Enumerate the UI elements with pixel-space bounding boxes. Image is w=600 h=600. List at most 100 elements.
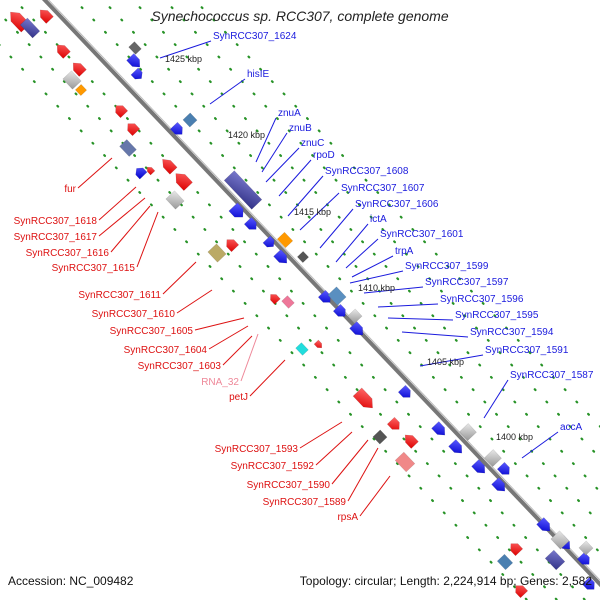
gene-feature[interactable]: [295, 342, 309, 356]
gene-feature[interactable]: [332, 303, 349, 320]
gene-feature[interactable]: [372, 429, 388, 445]
gene-feature[interactable]: [352, 387, 377, 412]
gene-feature[interactable]: [491, 477, 509, 494]
gene-label[interactable]: SynRCC307_1590: [247, 480, 331, 491]
gene-feature[interactable]: [576, 551, 593, 568]
gene-feature[interactable]: [19, 17, 41, 39]
gene-label[interactable]: SynRCC307_1593: [215, 444, 299, 455]
gene-feature[interactable]: [313, 339, 324, 350]
gene-label[interactable]: znuB: [289, 123, 312, 134]
gene-feature[interactable]: [169, 121, 186, 138]
gene-feature[interactable]: [544, 549, 566, 571]
gene-feature[interactable]: [402, 431, 419, 449]
gene-feature[interactable]: [347, 308, 363, 324]
accession-text: Accession: NC_009482: [8, 574, 134, 588]
gene-label[interactable]: SynRCC307_1624: [213, 31, 297, 42]
gene-label[interactable]: SynRCC307_1599: [405, 261, 489, 272]
gene-feature[interactable]: [397, 384, 414, 401]
gene-feature[interactable]: [133, 165, 148, 180]
gene-feature[interactable]: [386, 416, 403, 433]
gene-label[interactable]: hisIE: [247, 69, 270, 80]
tick-label: 1405 kbp: [427, 357, 464, 367]
gene-feature[interactable]: [207, 243, 227, 263]
gene-label[interactable]: znuC: [301, 138, 324, 149]
gene-label[interactable]: SynRCC307_1595: [455, 310, 539, 321]
gene-feature[interactable]: [112, 102, 129, 119]
gene-feature[interactable]: [62, 70, 82, 90]
gene-feature[interactable]: [536, 517, 554, 534]
gene-label[interactable]: SynRCC307_1611: [78, 290, 161, 301]
gene-feature[interactable]: [223, 170, 263, 210]
gene-label[interactable]: znuA: [278, 108, 301, 119]
gene-feature[interactable]: [145, 165, 156, 176]
gene-label[interactable]: SynRCC307_1591: [485, 345, 569, 356]
gene-feature[interactable]: [349, 321, 367, 338]
gene-feature[interactable]: [484, 449, 502, 467]
gene-feature[interactable]: [459, 423, 477, 441]
gene-label[interactable]: SynRCC307_1617: [14, 232, 98, 243]
gene-feature[interactable]: [394, 451, 416, 473]
gene-label[interactable]: SynRCC307_1597: [425, 277, 509, 288]
gene-label[interactable]: RNA_32: [201, 377, 239, 388]
gene-label[interactable]: SynRCC307_1607: [341, 183, 425, 194]
gene-label[interactable]: SynRCC307_1601: [380, 229, 464, 240]
gene-label[interactable]: SynRCC307_1587: [510, 370, 594, 381]
gene-feature[interactable]: [37, 6, 54, 24]
tick-label: 1400 kbp: [496, 432, 533, 442]
gene-feature[interactable]: [126, 53, 144, 70]
gene-label[interactable]: SynRCC307_1618: [14, 216, 98, 227]
gene-feature[interactable]: [281, 295, 295, 309]
gene-feature[interactable]: [448, 439, 466, 456]
gene-label[interactable]: SynRCC307_1594: [470, 327, 554, 338]
guide-track: [101, 0, 600, 525]
gene-feature[interactable]: [171, 169, 193, 192]
gene-feature[interactable]: [119, 139, 137, 157]
gene-feature[interactable]: [431, 421, 449, 438]
gene-label[interactable]: SynRCC307_1589: [263, 497, 347, 508]
gene-feature[interactable]: [159, 156, 178, 175]
gene-feature[interactable]: [262, 235, 277, 250]
gene-feature[interactable]: [578, 540, 594, 556]
gene-feature[interactable]: [70, 59, 87, 77]
gene-label[interactable]: rpoD: [313, 150, 335, 161]
gene-label[interactable]: fur: [64, 184, 76, 195]
gene-feature[interactable]: [471, 459, 489, 476]
gene-feature[interactable]: [228, 202, 247, 221]
gene-label[interactable]: accA: [560, 422, 583, 433]
gene-label[interactable]: SynRCC307_1615: [52, 263, 136, 274]
gene-label[interactable]: SynRCC307_1606: [355, 199, 439, 210]
gene-label[interactable]: SynRCC307_1608: [325, 166, 409, 177]
gene-feature[interactable]: [223, 236, 240, 253]
gene-feature[interactable]: [276, 231, 294, 249]
gene-feature[interactable]: [581, 576, 598, 593]
gene-feature[interactable]: [124, 120, 141, 137]
gene-label[interactable]: trpA: [395, 246, 414, 257]
gene-feature[interactable]: [54, 41, 71, 59]
gene-feature[interactable]: [243, 216, 260, 233]
gene-feature[interactable]: [496, 553, 514, 571]
gene-feature[interactable]: [128, 41, 142, 55]
gene-label[interactable]: SynRCC307_1605: [110, 326, 194, 337]
gene-feature[interactable]: [496, 461, 513, 478]
gene-feature[interactable]: [296, 250, 310, 264]
leader-line: [521, 431, 559, 459]
gene-feature[interactable]: [273, 249, 291, 266]
gene-label[interactable]: ictA: [370, 214, 387, 225]
gene-feature[interactable]: [512, 582, 529, 599]
gene-label[interactable]: SynRCC307_1616: [26, 248, 110, 259]
gene-feature[interactable]: [507, 540, 524, 557]
gene-label[interactable]: rpsA: [337, 512, 358, 523]
gene-label[interactable]: petJ: [229, 392, 248, 403]
gene-feature[interactable]: [550, 530, 570, 550]
gene-label[interactable]: SynRCC307_1596: [440, 294, 524, 305]
gene-feature[interactable]: [182, 112, 198, 128]
gene-feature[interactable]: [130, 67, 145, 82]
gene-label[interactable]: SynRCC307_1592: [231, 461, 315, 472]
gene-feature[interactable]: [268, 292, 281, 305]
gene-feature[interactable]: [327, 286, 347, 306]
gene-feature[interactable]: [74, 83, 88, 97]
gene-label[interactable]: SynRCC307_1603: [138, 361, 222, 372]
gene-label[interactable]: SynRCC307_1610: [92, 309, 176, 320]
gene-feature[interactable]: [165, 190, 185, 210]
gene-label[interactable]: SynRCC307_1604: [124, 345, 208, 356]
